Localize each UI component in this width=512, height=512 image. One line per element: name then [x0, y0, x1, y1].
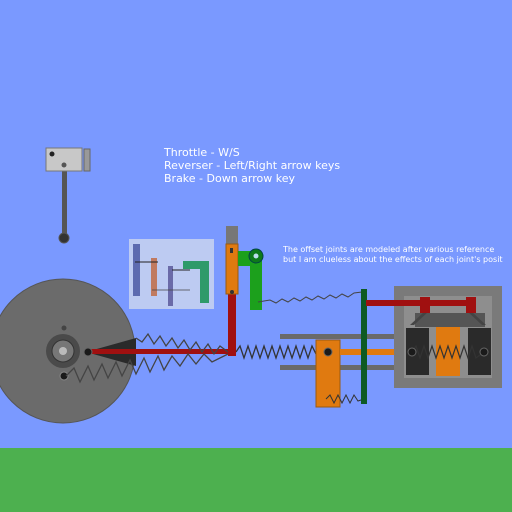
valve-gear-reference-diagram — [129, 239, 214, 309]
spring-main — [235, 343, 317, 361]
spring-upper — [135, 332, 229, 356]
reverser-linkage[interactable] — [225, 226, 264, 356]
offset-joints-note: The offset joints are modeled after vari… — [283, 245, 512, 265]
ground — [0, 448, 512, 512]
piston-rod — [340, 349, 410, 355]
connecting-rod — [86, 349, 236, 354]
guide-rail-top — [280, 334, 394, 339]
combination-lever — [361, 289, 367, 404]
spring-small — [325, 393, 365, 405]
controls-instructions: Throttle - W/S Reverser - Left/Right arr… — [164, 146, 340, 185]
note-line-2: but I am clueless about the effects of e… — [283, 255, 503, 264]
spring-piston — [411, 344, 485, 360]
spring-valve — [257, 291, 363, 304]
brake-instruction: Brake - Down arrow key — [164, 172, 296, 185]
valve-rod — [366, 300, 476, 306]
throttle-lever[interactable] — [45, 147, 91, 244]
reverser-instruction: Reverser - Left/Right arrow keys — [164, 159, 341, 172]
throttle-instruction: Throttle - W/S — [164, 146, 240, 159]
drive-wheel — [0, 278, 136, 424]
note-line-1: The offset joints are modeled after vari… — [283, 245, 495, 254]
spring-lower — [65, 352, 229, 384]
